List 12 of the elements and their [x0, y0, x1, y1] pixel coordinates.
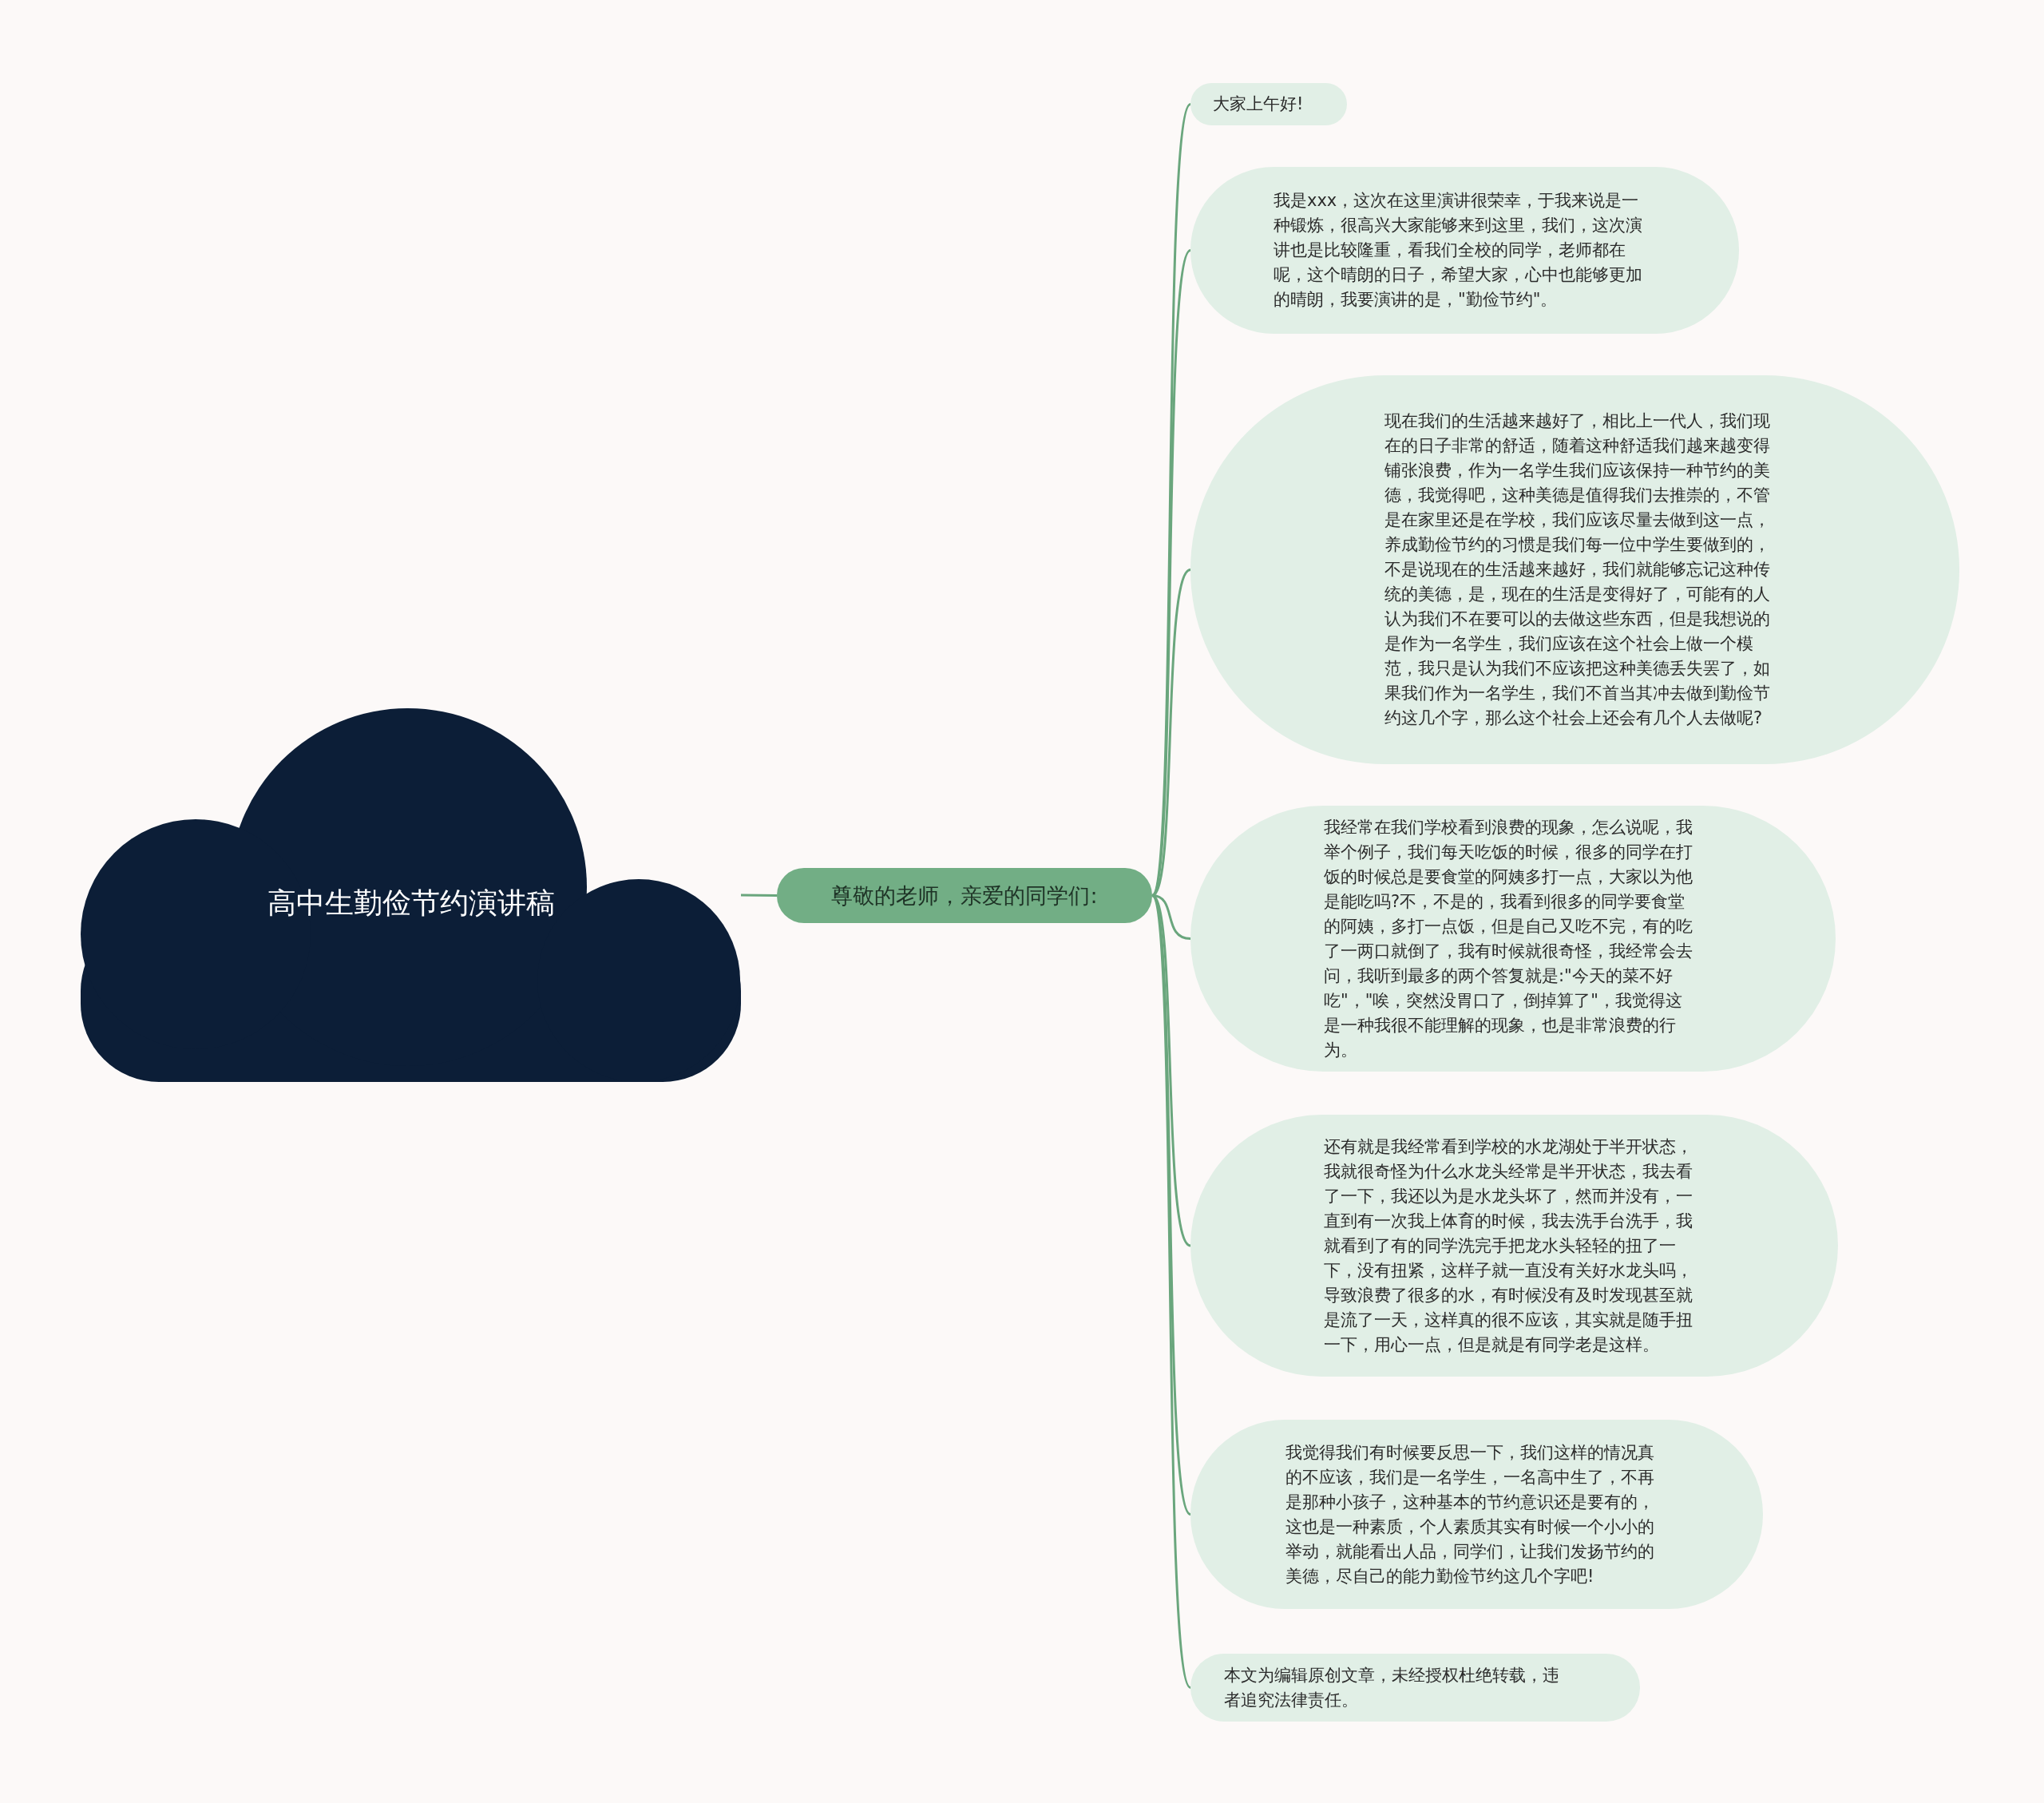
topic-text: 尊敬的老师，亲爱的同学们: [831, 882, 1098, 909]
paragraph-text: 我觉得我们有时候要反思一下，我们这样的情况真的不应该，我们是一名学生，一名高中生了，不再是那种小孩子，这种基本的节约意识还是要有的，这也是一种素质，个人素质其实有时候一个小小的举动，就能看出人品，同学们，让我们发扬节约的美德，尽自己的能力勤俭节约这几个字吧! [1285, 1441, 1655, 1587]
title-text: 高中生勤俭节约演讲稿 [266, 885, 556, 921]
paragraph-text: 我是xxx，这次在这里演讲很荣幸，于我来说是一种锻炼，很高兴大家能够来到这里，我们，这次演讲也是比较隆重，看我们全校的同学，老师都在呢，这个晴朗的日子，希望大家，心中也能够更加的晴朗，我要演讲的是，"勤俭节约"。 [1274, 190, 1643, 311]
connector-line [1151, 894, 1192, 1516]
connector-line [1151, 895, 1192, 1689]
paragraph-text: 我经常在我们学校看到浪费的现象，怎么说呢，我举个例子，我们每天吃饭的时候，很多的同学在打饭的时候总是要食堂的阿姨多打一点，大家以为他是能吃吗?不，不是的，我看到很多的同学要食堂的阿姨，多打一点饭，但是自己又吃不完，有的吃了一两口就倒了，我有时候就很奇怪，我经常会去问，我听到最多的两个答复就是:"今天的菜不好吃"，"唉，突然没胃口了，倒掉算了"，我觉得这是一种我很不能理解的现象，也是非常浪费的行为。 [1324, 816, 1693, 1061]
connector-line [741, 894, 777, 897]
paragraph-text: 本文为编辑原创文章，未经授权杜绝转载，违者追究法律责任。 [1224, 1664, 1560, 1711]
paragraph-text: 还有就是我经常看到学校的水龙湖处于半开状态，我就很奇怪为什么水龙头经常是半开状态，我去看了一下，我还以为是水龙头坏了，然而并没有，一直到有一次我上体育的时候，我去洗手台洗手，我就看到了有的同学洗完手把龙水头轻轻的扭了一下，没有扭紧，这样子就一直没有关好水龙头吗，导致浪费了很多的水，有时候没有及时发现甚至就是流了一天，这样真的很不应该，其实就是随手扭一下，用心一点，但是就是有同学老是这样。 [1324, 1135, 1693, 1356]
paragraph-text: 大家上午好! [1213, 93, 1305, 115]
paragraph-text: 现在我们的生活越来越好了，相比上一代人，我们现在的日子非常的舒适，随着这种舒适我们越来越变得铺张浪费，作为一名学生我们应该保持一种节约的美德，我觉得吧，这种美德是值得我们去推崇的，不管是在家里还是在学校，我们应该尽量去做到这一点，养成勤俭节约的习惯是我们每一位中学生要做到的，不是说现在的生活越来越好，我们就能够忘记这种传统的美德，是，现在的生活是变得好了，可能有的人认为我们不在要可以的去做这些东西，但是我想说的是作为一名学生，我们应该在这个社会上做一个模范，我只是认为我们不应该把这种美德丢失罢了，如果我们作为一名学生，我们不首当其冲去做到勤俭节约这几个字，那么这个社会上还会有几个人去做呢? [1384, 410, 1771, 729]
